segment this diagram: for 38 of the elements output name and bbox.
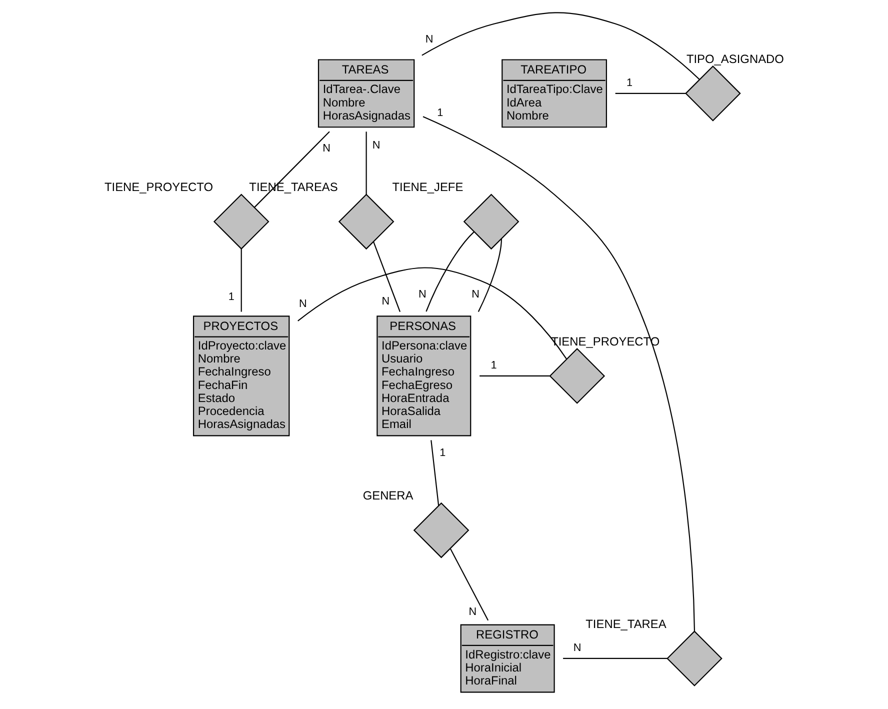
node-label: TIENE_JEFE [392,180,464,194]
edge-label: 1 [440,446,446,459]
node-diamond [413,502,470,558]
node-diamond [666,630,722,686]
edge-label: 1 [228,291,234,304]
edge-label: 1 [490,360,497,372]
connector [480,375,550,376]
edge-label: N [425,33,434,46]
connector [450,548,489,621]
edge-label: N [472,288,480,300]
node-diamond [685,66,741,122]
node-diamond [549,348,606,404]
edge-label: N [573,642,582,654]
node-label: GENERA [362,488,414,503]
connector [372,242,401,312]
connector [240,248,242,312]
connector [478,238,502,312]
edge-label: N [418,288,426,300]
edge-label: N [299,298,307,310]
node-label: TIPO_ASIGNADO [686,52,784,66]
edge-label: N [382,296,390,308]
node-diamond [338,194,394,250]
connector [563,658,668,660]
node-diamond [463,194,520,250]
edge-label: N [468,606,477,618]
connector [426,231,474,312]
edge-label: N [372,140,380,152]
connector [366,132,367,194]
node-label: TIENE_TAREA [586,616,666,631]
connector [430,440,440,506]
edge-label: N [322,142,330,155]
connector [422,116,696,632]
connector [615,92,686,94]
connector [298,267,567,360]
edge-label: 1 [626,77,633,90]
node-label: TIENE_PROYECTO [104,180,214,194]
node-diamond [213,194,270,250]
edge-label: 1 [437,107,444,120]
